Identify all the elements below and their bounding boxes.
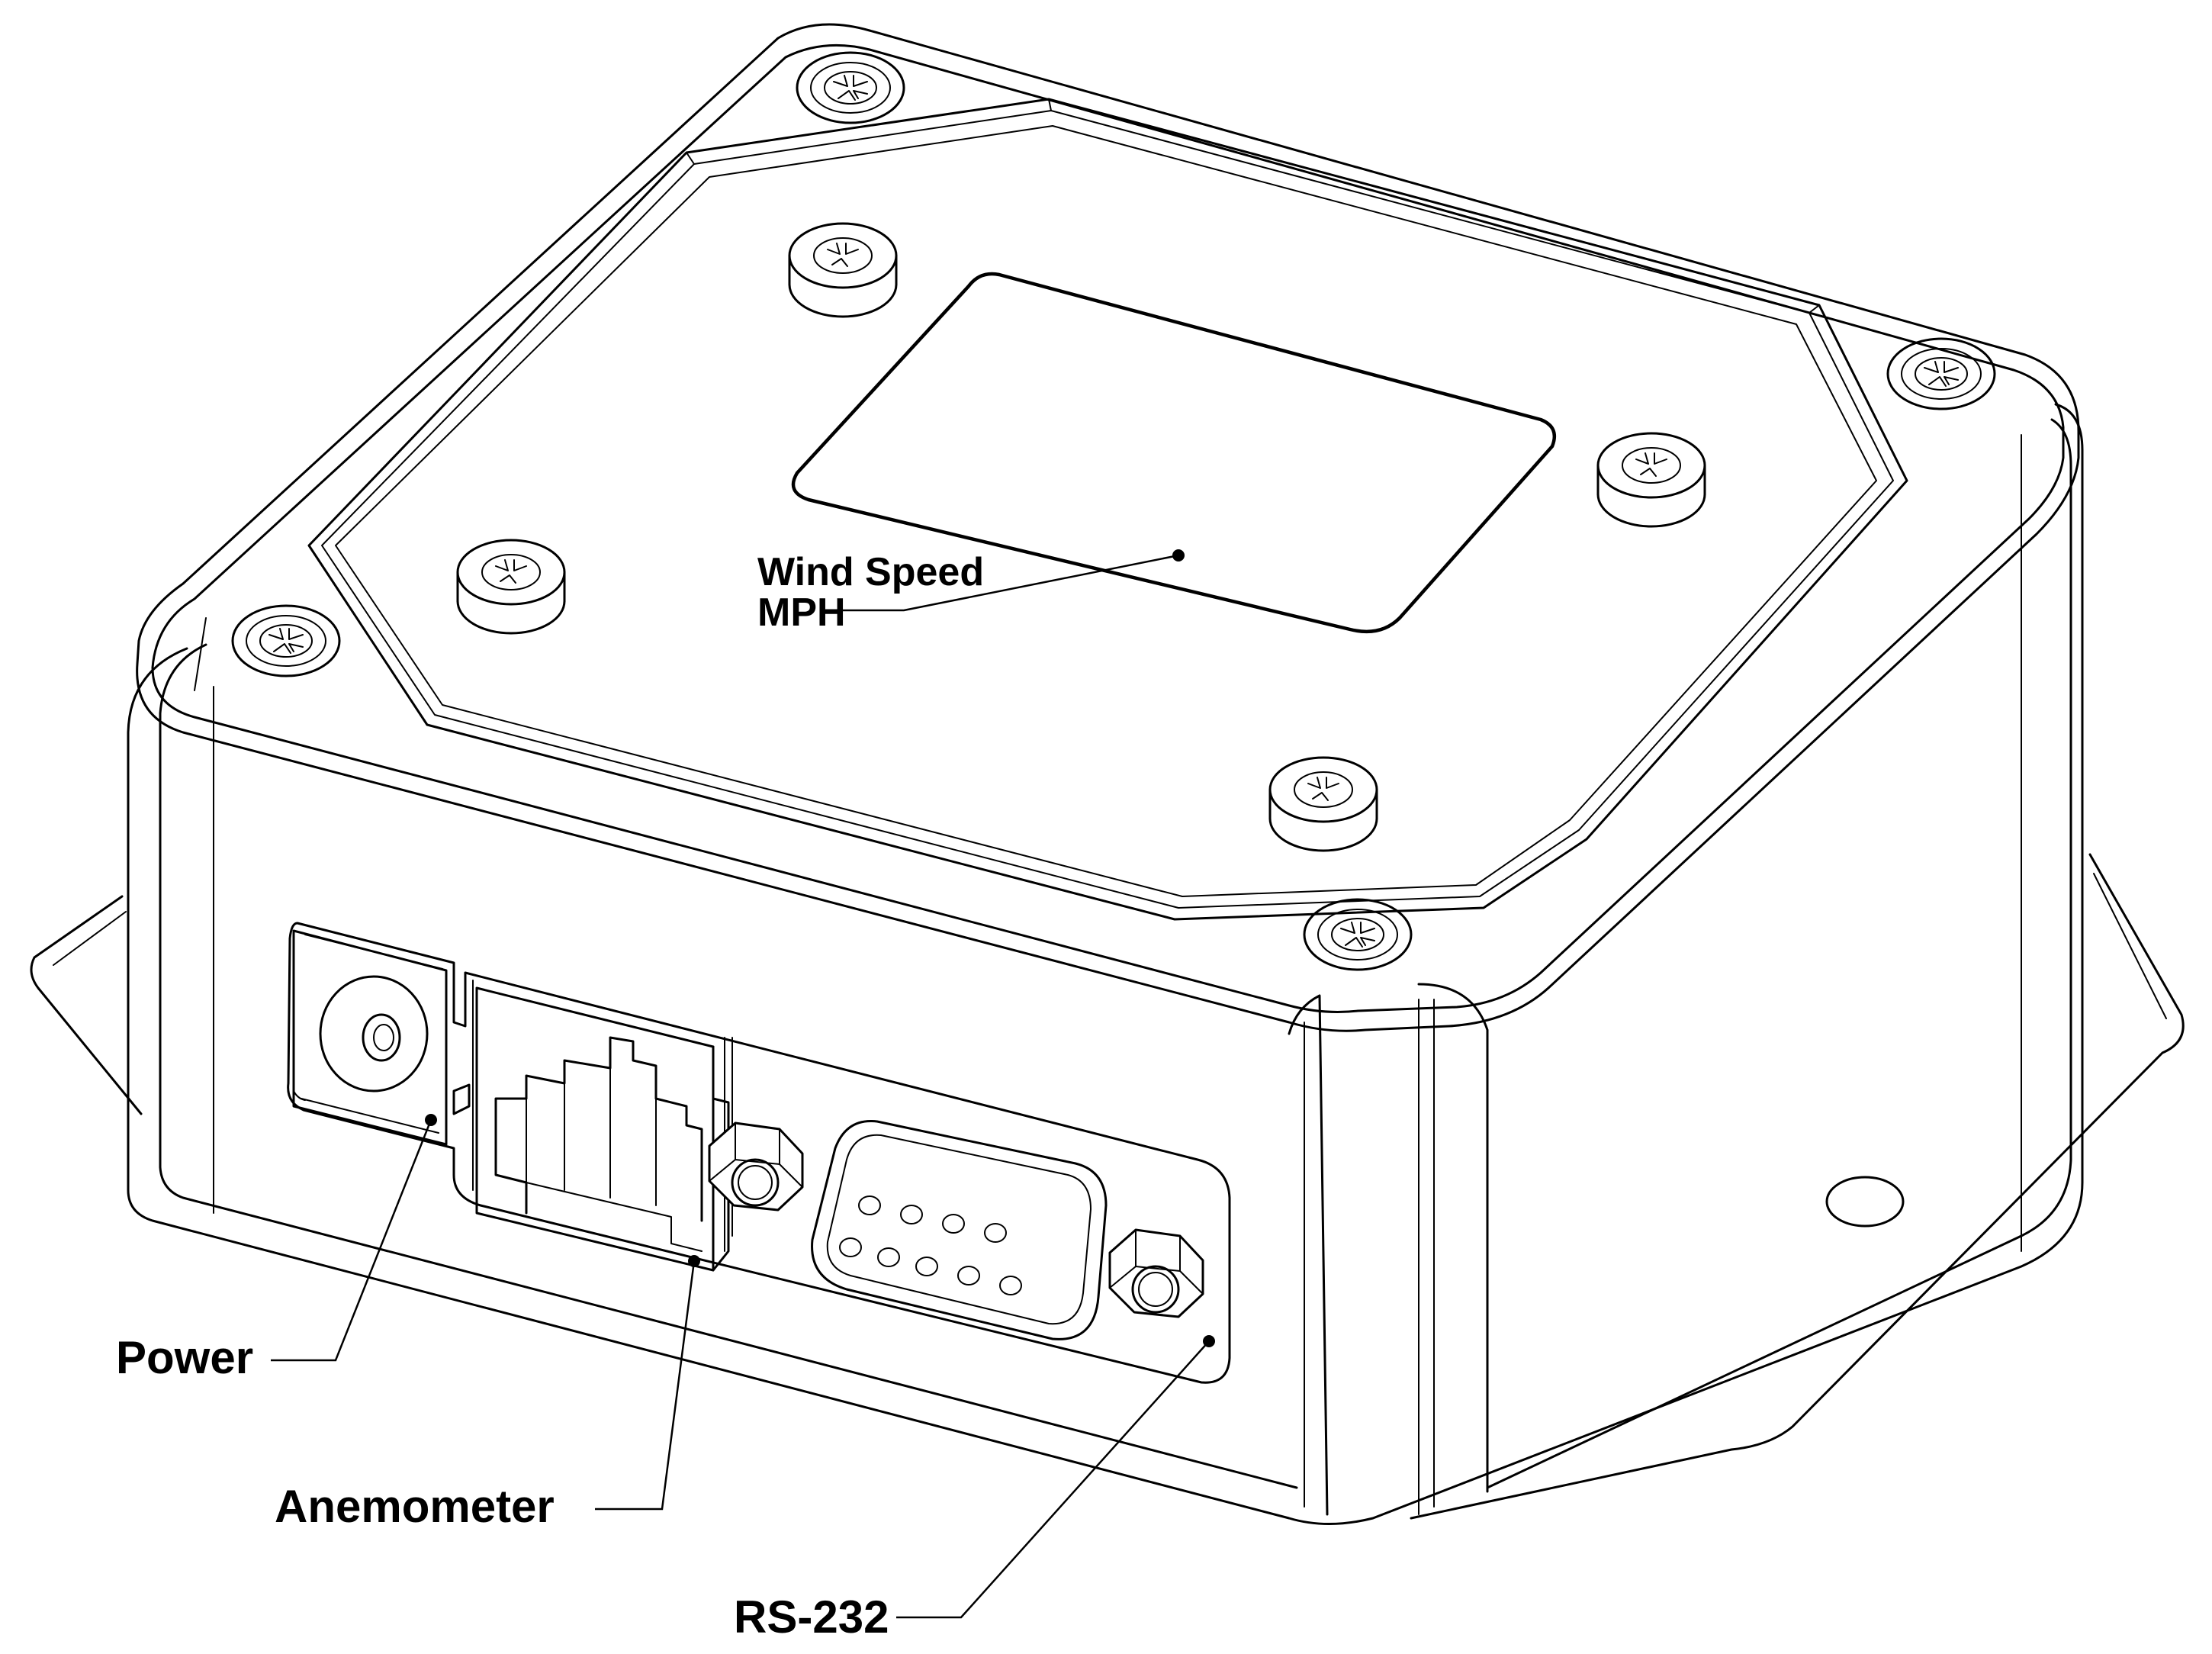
anemometer-label: Anemometer [275,1481,555,1532]
callout-display [843,549,1185,612]
corner-screw-icon [1886,337,1996,410]
power-label: Power [116,1332,253,1383]
connector-cutout [287,922,1231,1384]
db9-serial-connector [708,1119,1204,1340]
panel-screw-icon [456,539,566,635]
callout-anemometer [595,1255,700,1511]
panel-screw-icon [1268,756,1378,852]
db9-pin-holes [839,1195,1022,1295]
display-label-line1: Wind Speed [757,550,984,594]
display-window [791,272,1557,634]
corner-screw-icon [1303,898,1413,971]
flange-mounting-hole [1825,1176,1905,1228]
panel-screw-icon [1596,432,1706,528]
corner-screw-icon [796,51,905,124]
enclosure-body [127,403,2084,1525]
mounting-flange [30,853,2185,1520]
power-jack [292,929,471,1146]
top-panel [307,98,1908,921]
rs232-label: RS-232 [734,1591,889,1643]
rj-anemometer-jack [475,986,730,1272]
display-label-line2: MPH [757,590,846,635]
callout-power [271,1114,437,1362]
corner-screw-icon [231,604,341,677]
panel-screw-icon [788,222,898,318]
enclosure-lid [136,23,2080,1032]
callout-rs232 [896,1335,1215,1619]
